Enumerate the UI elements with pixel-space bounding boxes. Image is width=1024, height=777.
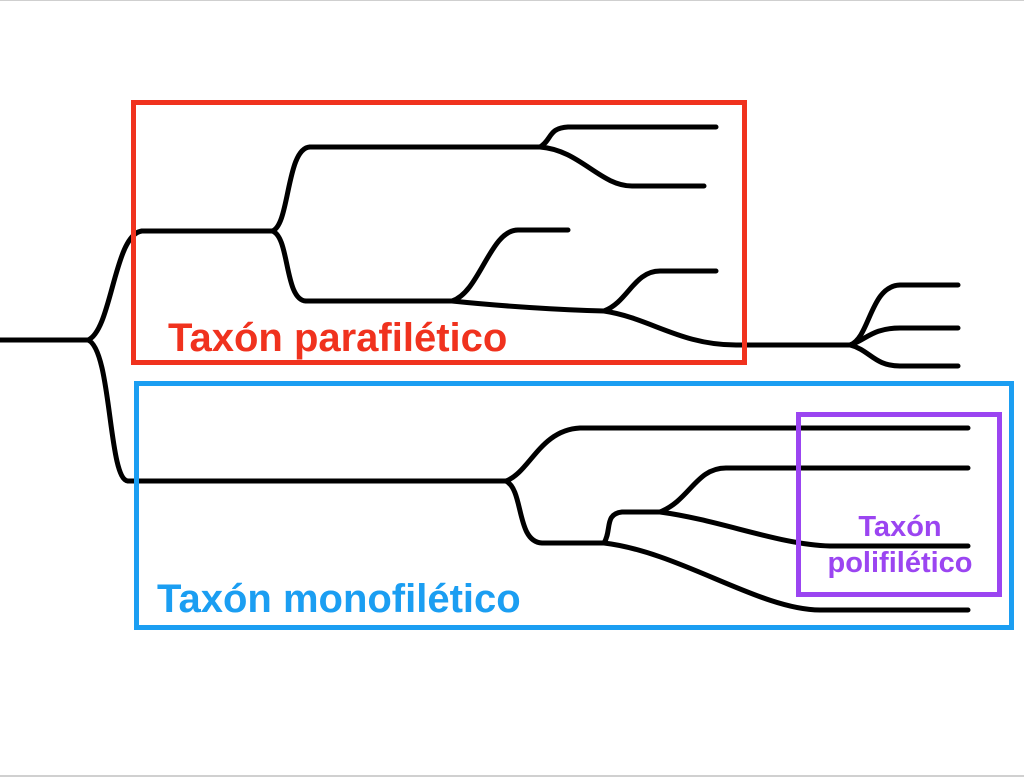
lower-tip-3 <box>657 509 971 549</box>
lower-tip-2 <box>657 465 971 515</box>
lower-inner-stem <box>601 509 663 546</box>
polyphyletic-label-line2: polifilético <box>827 547 973 580</box>
fork-tip-3 <box>847 342 961 369</box>
tip-b2 <box>601 268 719 314</box>
lower-split-a <box>503 425 971 484</box>
tip-b1 <box>449 227 571 304</box>
clade-b-inner <box>449 298 607 314</box>
tip-a2 <box>537 144 707 189</box>
top-border <box>0 0 1024 1</box>
upper-split-b <box>269 228 309 304</box>
monophyletic-box <box>134 381 1014 630</box>
bottom-border <box>0 775 1024 777</box>
polyphyletic-label-line1: Taxón <box>858 511 942 543</box>
monophyletic-label: Taxón monofilético <box>157 577 521 621</box>
paraphyletic-box <box>131 100 747 365</box>
lower-tip-4 <box>601 540 971 613</box>
polyphyletic-box <box>796 412 1002 597</box>
upper-split-a <box>269 144 313 234</box>
fork-tip-2 <box>847 325 961 348</box>
tip-a1 <box>537 124 719 150</box>
paraphyletic-label: Taxón parafilético <box>168 316 508 360</box>
root-split-lower <box>85 337 131 484</box>
lower-split-b <box>503 478 607 546</box>
clade-b-outgroup <box>601 308 853 348</box>
polyphyletic-label: Taxón polifilético <box>804 509 996 582</box>
